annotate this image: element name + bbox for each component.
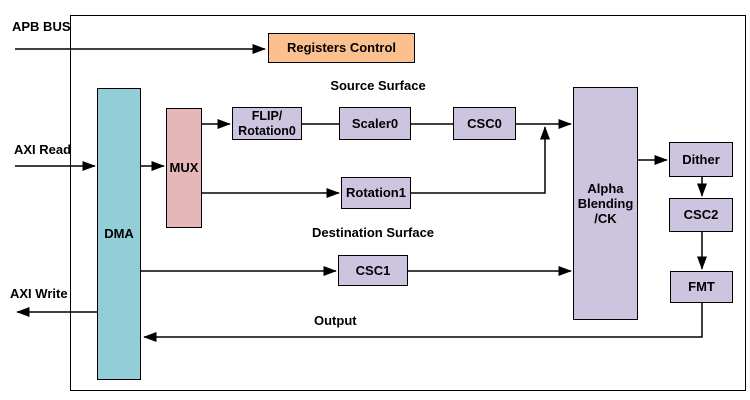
apb-bus-label: APB BUS — [12, 19, 71, 34]
dither-block: Dither — [669, 142, 733, 177]
dma-block: DMA — [97, 88, 141, 380]
registers-control-block: Registers Control — [268, 33, 415, 63]
destination-surface-label: Destination Surface — [311, 225, 435, 240]
module-frame — [70, 15, 746, 391]
alpha-blending-ck-block: Alpha Blending /CK — [573, 87, 638, 320]
rotation1-block: Rotation1 — [341, 177, 411, 209]
axi-write-label: AXI Write — [10, 286, 68, 301]
scaler0-block: Scaler0 — [339, 107, 411, 140]
mux-block: MUX — [166, 108, 202, 228]
csc2-block: CSC2 — [669, 198, 733, 232]
output-label: Output — [314, 313, 357, 328]
source-surface-label: Source Surface — [330, 78, 426, 93]
csc1-block: CSC1 — [338, 255, 408, 286]
csc0-block: CSC0 — [453, 107, 516, 140]
flip-rotation0-block: FLIP/ Rotation0 — [232, 107, 302, 140]
axi-read-label: AXI Read — [14, 142, 72, 157]
fmt-block: FMT — [670, 271, 733, 303]
